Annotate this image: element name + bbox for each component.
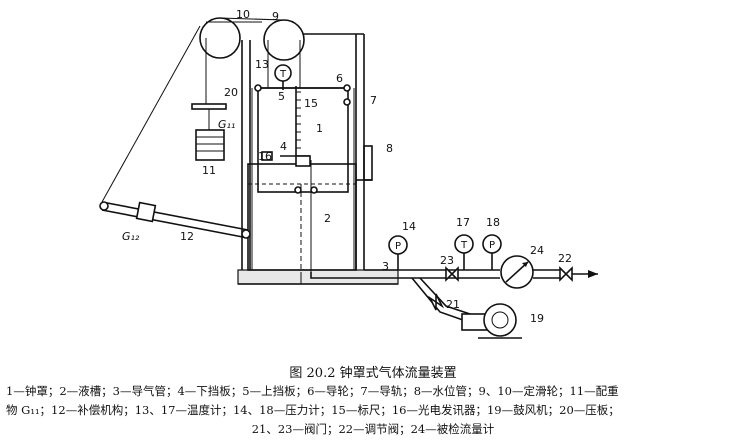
label-15: 15 — [304, 97, 318, 110]
label-22: 22 — [558, 252, 572, 265]
label-21: 21 — [446, 298, 460, 311]
pressure-gauge-18 — [482, 234, 502, 254]
label-17: 17 — [456, 216, 470, 229]
label-13: 13 — [255, 58, 269, 71]
thermometer-13 — [274, 64, 292, 82]
flow-arrow-icon — [588, 270, 598, 278]
label-16: 16 — [258, 150, 272, 163]
label-g12: G₁₂ — [122, 230, 140, 243]
pressure-gauge-18-label: P — [489, 240, 495, 251]
legend-line-3: 21、23—阀门；22—调节阀；24—被检流量计 — [251, 422, 495, 436]
thermometer-13-label: T — [279, 69, 287, 80]
label-18: 18 — [486, 216, 500, 229]
pressure-plate — [191, 103, 227, 110]
label-10: 10 — [236, 8, 250, 21]
label-5: 5 — [278, 90, 285, 103]
label-4: 4 — [280, 140, 287, 153]
label-9: 9 — [272, 10, 279, 23]
label-7: 7 — [370, 94, 377, 107]
fixed-pulley-9 — [263, 19, 305, 61]
apparatus-diagram: T P T P — [99, 8, 598, 339]
valve-23 — [445, 266, 459, 282]
pressure-gauge-14 — [388, 235, 408, 255]
label-2: 2 — [324, 212, 331, 225]
label-3: 3 — [382, 260, 389, 273]
label-11: 11 — [202, 164, 216, 177]
compensation-cable — [101, 25, 201, 203]
label-14: 14 — [402, 220, 416, 233]
label-g11: G₁₁ — [218, 118, 235, 131]
compensation-arm — [101, 201, 249, 231]
regulating-valve — [559, 266, 573, 282]
photoelectric-sender — [261, 151, 273, 161]
base-platform — [237, 269, 399, 285]
water-level-pipe — [363, 145, 373, 181]
label-19: 19 — [530, 312, 544, 325]
legend-line-2: 物 G₁₁；12—补偿机构；13、17—温度计；14、18—压力计；15—标尺；… — [6, 403, 620, 417]
figure-caption: 图 20.2 钟罩式气体流量装置 — [289, 366, 457, 381]
legend-line-1: 1—钟罩；2—液槽；3—导气管；4—下挡板；5—上挡板；6—导轮；7—导轨；8—… — [6, 384, 619, 398]
counterweight — [195, 129, 225, 161]
label-6: 6 — [336, 72, 343, 85]
label-8: 8 — [386, 142, 393, 155]
label-1: 1 — [316, 122, 323, 135]
pressure-gauge-14-label: P — [395, 241, 401, 252]
thermometer-17 — [454, 234, 474, 254]
liquid-tank — [247, 163, 357, 271]
blower — [483, 303, 517, 337]
valve-21 — [427, 293, 445, 311]
label-23: 23 — [440, 254, 454, 267]
guide-wheel — [343, 84, 351, 92]
compensation-weight — [135, 201, 157, 223]
label-24: 24 — [530, 244, 544, 257]
label-12: 12 — [180, 230, 194, 243]
thermometer-17-label: T — [460, 240, 468, 251]
bell-jar — [257, 87, 349, 193]
label-20: 20 — [224, 86, 238, 99]
